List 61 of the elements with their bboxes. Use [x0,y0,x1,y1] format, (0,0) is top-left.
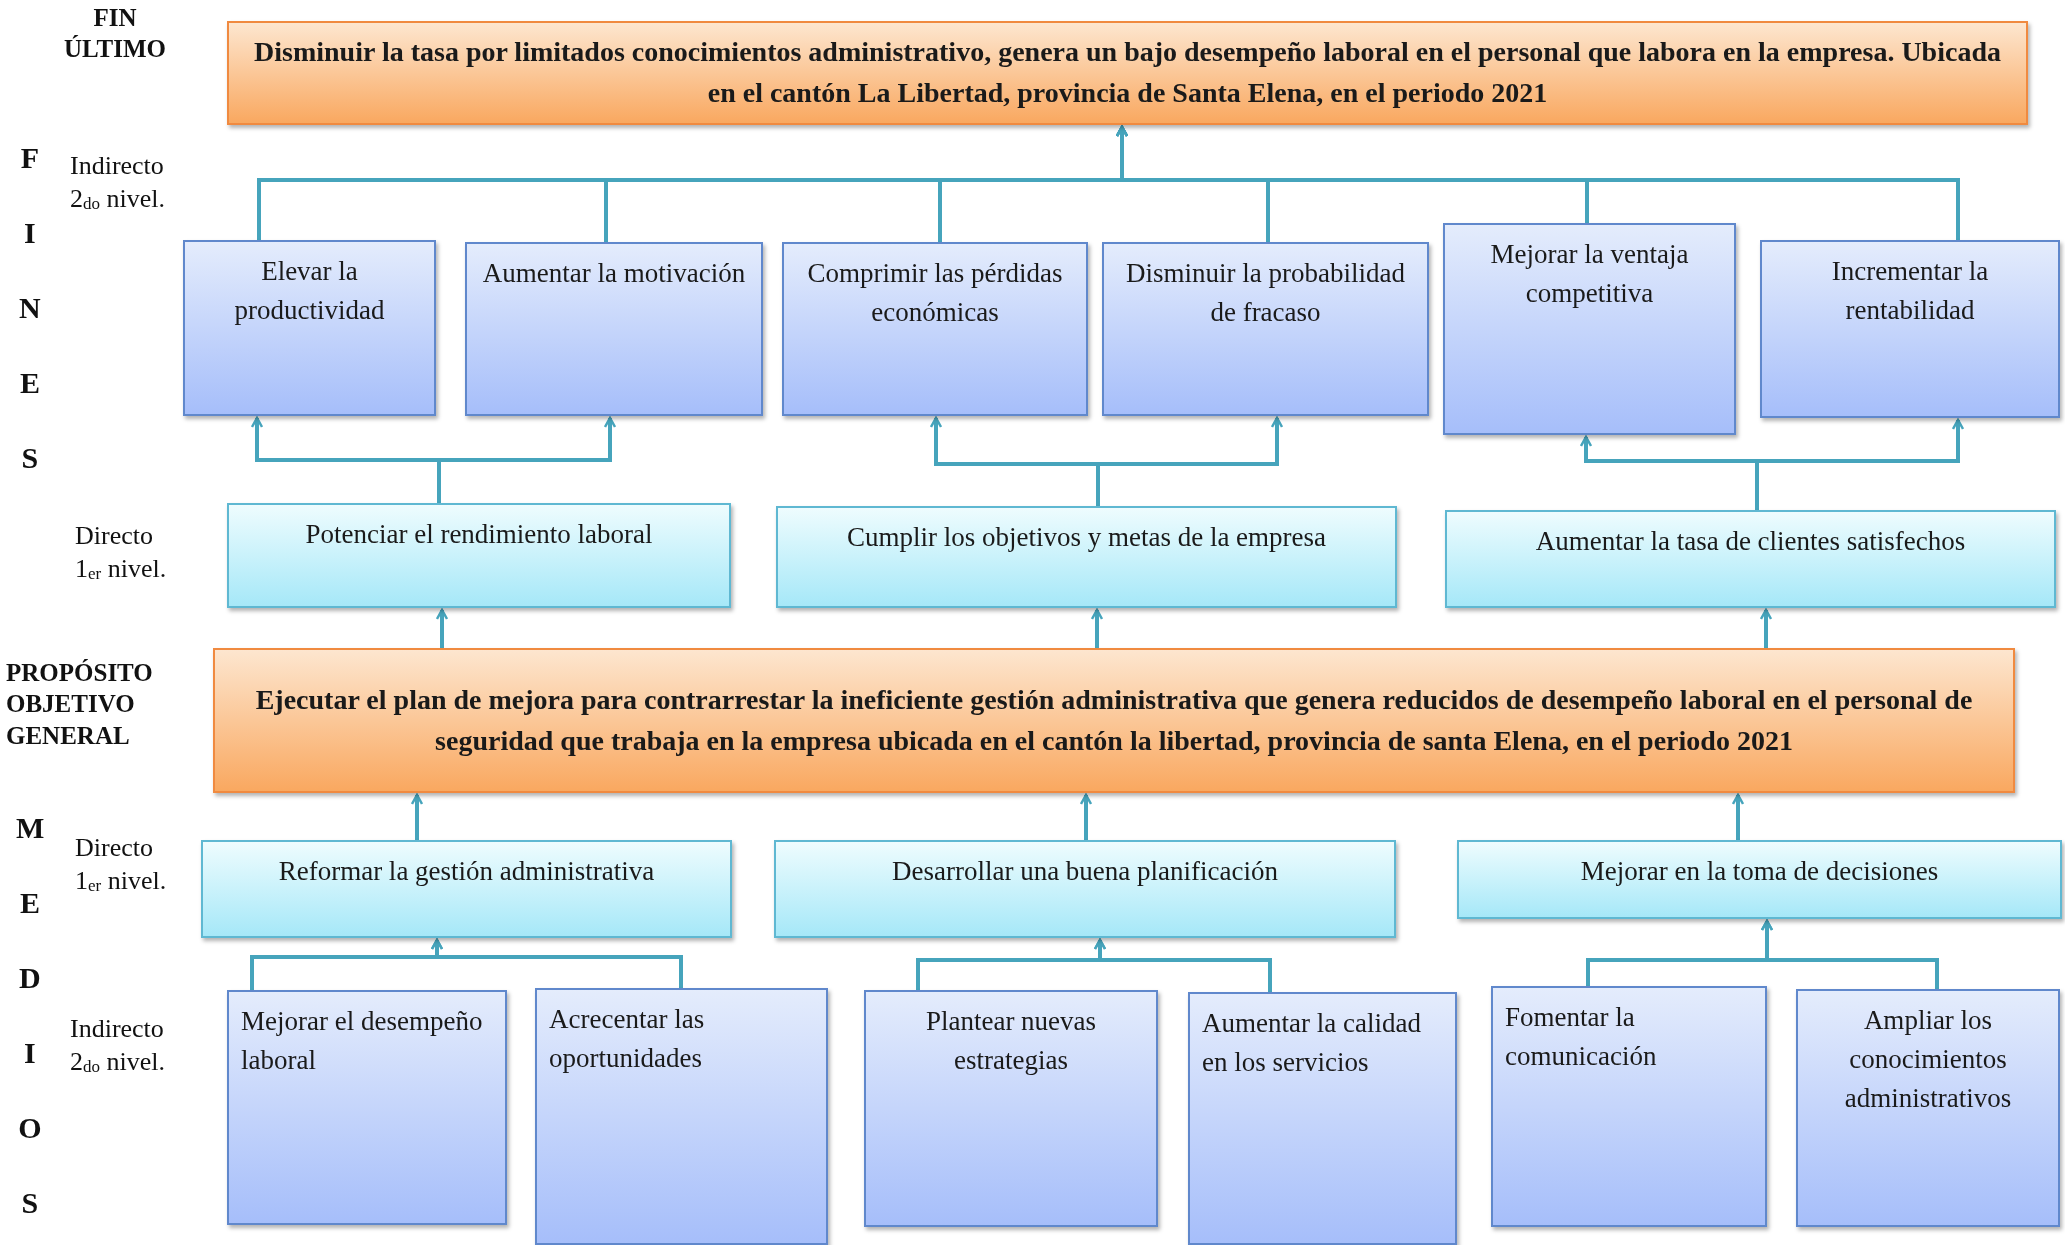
process-box [1796,989,2060,1227]
box-text: Potenciar el rendimiento laboral [305,518,653,551]
process-box [864,990,1158,1227]
arrow [1090,608,1104,648]
arrow [1079,793,1093,840]
process-box [1491,986,1767,1227]
arrow [1759,608,1773,648]
level-label: Directo 1$_{er}$ nivel. [75,832,168,897]
arrow [1115,125,1960,240]
box-text: Mejorar la ventaja competitiva [1489,238,1690,311]
vertical-heading: FINES [18,140,42,476]
box-text: Incrementar la rentabilidad [1830,255,1990,328]
box-text: Ejecutar el plan de mejora para contrarrestar la ineficiente gestión administrativa que genera reducidos de desempeño laboral en el personal de seguridad que trabaja en la empresa ubicada en el cantón la libertad, provincia de santa Elena, en el periodo 2021 [254,682,1974,758]
process-box [1760,240,2060,418]
box-text: Aumentar la motivación [482,257,746,290]
process-box [782,242,1088,416]
vertical-heading: MEDIOS [16,810,44,1221]
process-box [213,648,2015,793]
box-text: Fomentar la comunicación [1505,1001,1658,1074]
process-box [227,990,507,1225]
box-text: Plantear nuevas estrategias [924,1005,1098,1078]
process-box [227,21,2028,125]
box-text: Aumentar la tasa de clientes satisfechos [1535,525,1966,558]
box-text: Aumentar la calidad en los servicios [1202,1007,1422,1080]
process-box [535,988,828,1245]
process-box [465,242,763,416]
section-heading: PROPÓSITO OBJETIVO GENERAL [6,658,154,751]
section-heading: FIN ÚLTIMO [63,3,167,65]
process-box [227,503,731,608]
box-text: Mejorar en la toma de decisiones [1580,855,1939,888]
process-box [1445,510,2056,608]
level-label: Directo 1$_{er}$ nivel. [75,520,168,585]
box-text: Comprimir las pérdidas económicas [806,257,1064,330]
box-text: Disminuir la probabilidad de fracaso [1125,257,1406,330]
process-box [776,506,1397,608]
arrow [1755,418,1965,510]
process-box [1457,840,2062,919]
box-text: Mejorar el desempeño laboral [241,1005,484,1078]
box-text: Cumplir los objetivos y metas de la empresa [846,521,1327,554]
box-text: Ampliar los conocimientos administrativos [1843,1004,2013,1116]
process-box [1188,992,1457,1245]
box-text: Desarrollar una buena planificación [891,855,1279,888]
box-text: Elevar la productividad [233,255,386,328]
process-box [1102,242,1429,416]
arrow [410,793,424,840]
process-box [1443,223,1736,435]
arrow [437,416,617,503]
process-box [183,240,436,416]
process-box [774,840,1396,938]
arrow [1093,938,1272,992]
arrow [1096,416,1284,506]
box-text: Reformar la gestión administrativa [278,855,655,888]
arrow [1731,793,1745,840]
arrow [430,938,683,988]
process-box [201,840,732,938]
arrow [435,608,449,648]
arrow [1760,919,1939,989]
box-text: Acrecentar las oportunidades [549,1003,706,1076]
box-text: Disminuir la tasa por limitados conocimientos administrativo, genera un bajo desempeño laboral en el personal que labora en la empresa. Ubicada en el cantón La Libertad, provincia de Santa Elena, en el periodo 2021 [253,35,2002,110]
level-label: Indirecto 2$_{do}$ nivel. [70,1013,166,1078]
level-label: Indirecto 2$_{do}$ nivel. [70,150,166,215]
